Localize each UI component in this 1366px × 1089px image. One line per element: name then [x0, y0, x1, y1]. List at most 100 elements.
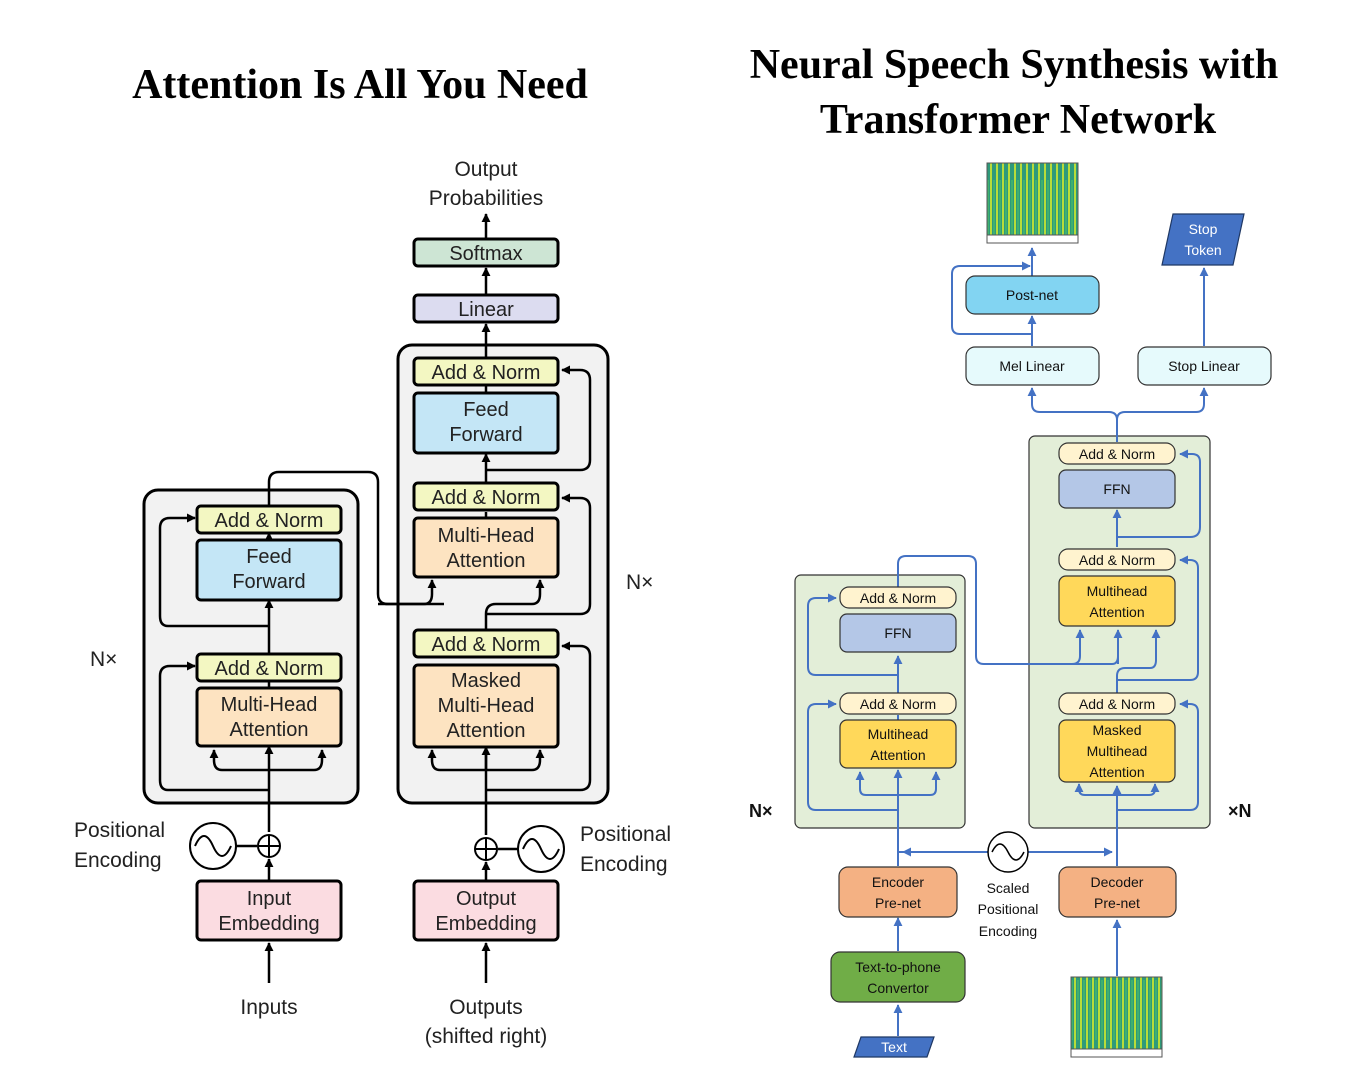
- dec-add-norm-bottom-label: Add & Norm: [432, 634, 541, 656]
- linear-box: [412, 293, 560, 324]
- spectrogram-input-image: [1070, 976, 1163, 1058]
- right-arrows: [807, 247, 1209, 1036]
- scaled-pe-symbol: [987, 831, 1029, 873]
- tts-enc-add-norm-top: [839, 586, 957, 609]
- left-title: Attention Is All You Need: [132, 62, 588, 108]
- dec-masked-label-1: Masked: [451, 670, 521, 692]
- dec-add-norm-top-label: Add & Norm: [432, 362, 541, 384]
- tts-dec-ffn-label: FFN: [1103, 481, 1130, 497]
- stop-token-label-2: Token: [1184, 242, 1221, 258]
- right-title-line-2: Transformer Network: [820, 97, 1217, 143]
- input-embedding-label-2: Embedding: [218, 913, 319, 935]
- tts-dec-ffn: [1058, 469, 1176, 509]
- tts-dec-att-label-1: Multihead: [1087, 583, 1148, 599]
- tts-dec-multihead-attention: [1058, 575, 1176, 627]
- dec-masked-label-2: Multi-Head: [438, 695, 535, 717]
- text-to-phone-label-2: Convertor: [867, 980, 929, 996]
- dec-ff-label-2: Forward: [449, 424, 522, 446]
- post-net-box: [965, 275, 1100, 315]
- tts-dec-add-norm-top: [1058, 442, 1176, 465]
- enc-mha-label-2: Attention: [230, 719, 309, 741]
- tts-enc-ffn: [839, 613, 957, 653]
- enc-add-norm-top: [195, 504, 343, 535]
- tts-dec-add-norm-bottom-label: Add & Norm: [1079, 696, 1155, 712]
- right-diagram: Neural Speech Synthesis with Transformer…: [749, 42, 1279, 1058]
- left-pe-label-1: Positional: [74, 819, 165, 842]
- output-embedding: [412, 879, 560, 942]
- stop-linear-box: [1137, 346, 1272, 386]
- tts-dec-add-norm-bottom: [1058, 692, 1176, 715]
- decoder-repeat-label: N×: [626, 571, 653, 594]
- output-embedding-label-1: Output: [456, 888, 516, 910]
- softmax-label: Softmax: [449, 243, 522, 265]
- output-probabilities-label-1: Output: [454, 158, 517, 181]
- spectrogram-output-image: [986, 162, 1079, 244]
- decoder-prenet-label-1: Decoder: [1091, 874, 1144, 890]
- left-pe-label-2: Encoding: [74, 849, 162, 872]
- enc-ff-label-2: Forward: [232, 571, 305, 593]
- enc-add-norm-bottom-label: Add & Norm: [215, 658, 324, 680]
- softmax-box: [412, 237, 560, 268]
- scaled-pe-label-1: Scaled: [987, 880, 1030, 896]
- inputs-label: Inputs: [240, 996, 297, 1019]
- tts-dec-add-norm-top-label: Add & Norm: [1079, 446, 1155, 462]
- tts-dec-masked-label-2: Multihead: [1087, 743, 1148, 759]
- input-embedding: [195, 879, 343, 942]
- text-input-label: Text: [881, 1039, 907, 1055]
- tts-enc-att-label-1: Multihead: [868, 726, 929, 742]
- tts-encoder-repeat-label: N×: [749, 801, 773, 821]
- outputs-label-2: (shifted right): [425, 1025, 548, 1048]
- dec-masked-attention: [412, 663, 560, 749]
- dec-mha-label-1: Multi-Head: [438, 525, 535, 547]
- right-pe-label-2: Encoding: [580, 853, 668, 876]
- right-title-line-1: Neural Speech Synthesis with: [750, 42, 1279, 88]
- scaled-pe-label-2: Positional: [978, 901, 1039, 917]
- encoder-prenet-label-1: Encoder: [872, 874, 924, 890]
- post-net-label: Post-net: [1006, 287, 1058, 303]
- enc-feed-forward: [195, 538, 343, 602]
- mel-linear-label: Mel Linear: [999, 358, 1065, 374]
- tts-enc-ffn-label: FFN: [884, 625, 911, 641]
- encoder-repeat-label: N×: [90, 648, 117, 671]
- left-diagram: Attention Is All You Need: [74, 62, 671, 1048]
- tts-enc-multihead-attention: [839, 719, 957, 769]
- dec-add-norm-mid-label: Add & Norm: [432, 487, 541, 509]
- text-to-phone-box: [830, 951, 966, 1003]
- tts-dec-masked-label-1: Masked: [1092, 722, 1141, 738]
- dec-masked-label-3: Attention: [447, 720, 526, 742]
- enc-multi-head-attention: [195, 686, 343, 748]
- dec-mha-label-2: Attention: [447, 550, 526, 572]
- input-embedding-label-1: Input: [247, 888, 292, 910]
- enc-ff-label-1: Feed: [246, 546, 292, 568]
- text-input-shape: [853, 1036, 935, 1058]
- enc-add-norm-top-label: Add & Norm: [215, 510, 324, 532]
- enc-mha-label-1: Multi-Head: [221, 694, 318, 716]
- dec-add-norm-mid: [412, 481, 560, 512]
- right-pe-label-1: Positional: [580, 823, 671, 846]
- encoder-prenet-box: [838, 866, 958, 918]
- enc-add-norm-bottom: [195, 652, 343, 683]
- stop-linear-label: Stop Linear: [1168, 358, 1240, 374]
- stop-token-label-1: Stop: [1189, 221, 1218, 237]
- encoder-stack: [142, 488, 360, 805]
- mel-linear-box: [965, 346, 1100, 386]
- tts-dec-masked-label-3: Attention: [1089, 764, 1144, 780]
- right-boxes: [830, 213, 1272, 1058]
- output-embedding-label-2: Embedding: [435, 913, 536, 935]
- outputs-label-1: Outputs: [449, 996, 523, 1019]
- tts-enc-add-norm-top-label: Add & Norm: [860, 590, 936, 606]
- encoder-prenet-label-2: Pre-net: [875, 895, 921, 911]
- dec-add-norm-top: [412, 356, 560, 387]
- dec-feed-forward: [412, 391, 560, 455]
- left-boxes: [195, 237, 560, 942]
- tts-dec-masked-attention: [1058, 719, 1176, 783]
- tts-enc-add-norm-bottom: [839, 692, 957, 715]
- dec-add-norm-bottom: [412, 628, 560, 659]
- stop-token-shape: [1161, 213, 1245, 266]
- linear-label: Linear: [458, 299, 514, 321]
- tts-enc-add-norm-bottom-label: Add & Norm: [860, 696, 936, 712]
- tts-dec-add-norm-mid: [1058, 548, 1176, 571]
- tts-dec-add-norm-mid-label: Add & Norm: [1079, 552, 1155, 568]
- tts-decoder-repeat-label: ×N: [1228, 801, 1252, 821]
- scaled-pe-label-3: Encoding: [979, 923, 1037, 939]
